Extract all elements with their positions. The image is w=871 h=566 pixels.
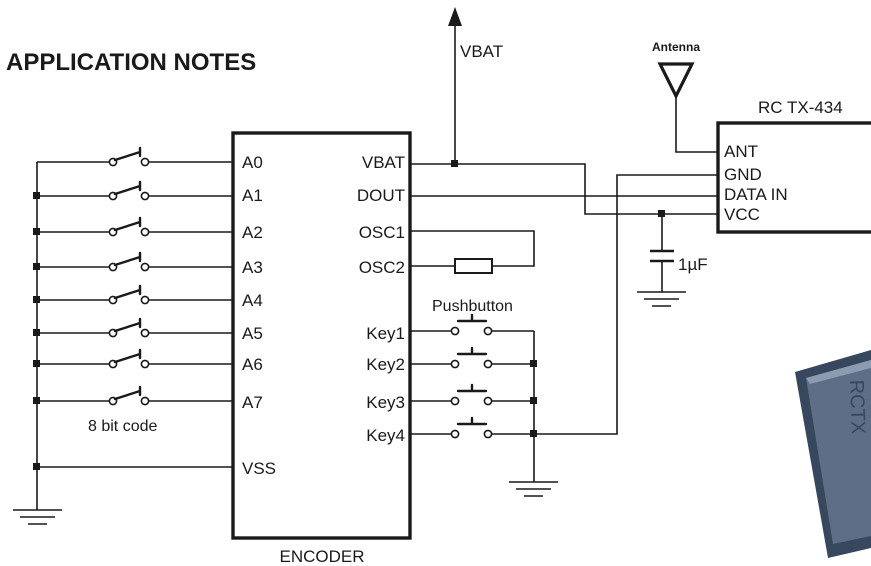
osc-resistor-body: [454, 258, 493, 274]
switch-contact-a5-right: [140, 328, 150, 338]
ground-symbol-capacitor: [637, 291, 686, 307]
antenna-label: Antenna: [652, 40, 700, 54]
pin-a1: A1: [242, 186, 263, 205]
page-title: APPLICATION NOTES: [6, 49, 256, 76]
junction-a1: [33, 192, 40, 199]
tx-pin-data-in: DATA IN: [724, 185, 788, 204]
key4-actuator: [456, 416, 488, 426]
junction-a6: [33, 360, 40, 367]
key4-contact-right: [483, 429, 493, 439]
encoder-ic: ENCODER A0 A1 A2 A3 A4 A5 A6 A7 VSS VBAT…: [231, 131, 412, 566]
pin-a3: A3: [242, 258, 263, 277]
module-photo-highlight: [806, 360, 871, 384]
key4-wire: [410, 174, 718, 435]
junction-vbat: [451, 160, 458, 167]
switch-lever-a7: [113, 385, 142, 401]
pin-key4: Key4: [366, 426, 405, 445]
capacitor-plates: [650, 249, 674, 263]
vbat-label: VBAT: [460, 42, 503, 61]
key1-contact-left: [450, 326, 460, 336]
vbat-supply: VBAT: [410, 7, 718, 215]
pin-a4: A4: [242, 291, 263, 310]
address-switch-network: 8 bit code: [13, 146, 233, 525]
junction-a5: [33, 329, 40, 336]
pin-a7: A7: [242, 393, 263, 412]
module-photo-label: RCTX: [845, 379, 869, 434]
tx-pin-vcc: VCC: [724, 205, 760, 224]
key2-contact-right: [483, 359, 493, 369]
pin-dout: DOUT: [357, 186, 405, 205]
tx-pin-ant: ANT: [724, 142, 758, 161]
transmitter-name: RC TX-434: [758, 98, 843, 117]
pin-a2: A2: [242, 223, 263, 242]
junction-a2: [33, 228, 40, 235]
capacitor-label: 1µF: [678, 255, 708, 274]
key3-contact-right: [483, 396, 493, 406]
ground-symbol-keys: [509, 481, 558, 497]
key2-actuator: [456, 346, 488, 356]
switch-lever-a6: [113, 348, 142, 364]
osc-wires: [410, 230, 535, 267]
vbat-wire: [410, 163, 718, 215]
pushbutton-network: Pushbutton: [410, 174, 718, 497]
key3-actuator: [456, 383, 488, 393]
oscillator-resistor: [410, 230, 535, 274]
pushbutton-label: Pushbutton: [432, 298, 513, 315]
key4-contact-left: [450, 429, 460, 439]
code-label: 8 bit code: [88, 418, 157, 435]
antenna-icon: [657, 62, 695, 100]
pin-osc1: OSC1: [359, 223, 405, 242]
ground-symbol-left: [13, 509, 62, 525]
key1-actuator: [456, 313, 488, 323]
junction-a7: [33, 397, 40, 404]
switch-contact-a0-right: [140, 157, 150, 167]
pin-a5: A5: [242, 324, 263, 343]
pin-a0: A0: [242, 153, 263, 172]
module-photo: RCTX: [795, 350, 871, 558]
junction-vcc: [658, 210, 665, 217]
switch-lever-a4: [113, 284, 142, 300]
junction-key4: [530, 430, 537, 437]
switch-lever-a0: [113, 146, 142, 162]
pin-key3: Key3: [366, 393, 405, 412]
encoder-name: ENCODER: [279, 547, 364, 566]
pin-vss: VSS: [242, 459, 276, 478]
junction-key2: [530, 360, 537, 367]
switch-contact-a7-right: [140, 396, 150, 406]
junction-key3: [530, 397, 537, 404]
pin-key2: Key2: [366, 355, 405, 374]
switch-lever-a5: [113, 317, 142, 333]
junction-a3: [33, 263, 40, 270]
rc-tx-434: RC TX-434 ANT GND DATA IN VCC: [716, 98, 871, 234]
encoder-body: [231, 131, 412, 540]
switch-contact-a3-right: [140, 262, 150, 272]
antenna-wire: [675, 96, 718, 153]
switch-lever-a1: [113, 180, 142, 196]
switch-lever-a3: [113, 251, 142, 267]
switch-lever-a2: [113, 216, 142, 232]
pin-a6: A6: [242, 355, 263, 374]
switch-contact-a2-right: [140, 227, 150, 237]
switch-contact-a6-right: [140, 359, 150, 369]
key2-contact-left: [450, 359, 460, 369]
switch-contact-a1-right: [140, 191, 150, 201]
transmitter-body: [716, 121, 871, 234]
pin-osc2: OSC2: [359, 258, 405, 277]
decoupling-capacitor: 1µF: [637, 210, 708, 307]
key3-contact-left: [450, 396, 460, 406]
switch-contact-a4-right: [140, 295, 150, 305]
pin-vbat: VBAT: [362, 153, 405, 172]
key1-contact-right: [483, 326, 493, 336]
tx-pin-gnd: GND: [724, 165, 762, 184]
module-photo-face: [806, 360, 871, 544]
antenna: Antenna: [652, 40, 718, 153]
vbat-arrow-icon: [448, 7, 462, 26]
junction-a4: [33, 296, 40, 303]
pin-key1: Key1: [366, 324, 405, 343]
junction-vss: [33, 463, 40, 470]
